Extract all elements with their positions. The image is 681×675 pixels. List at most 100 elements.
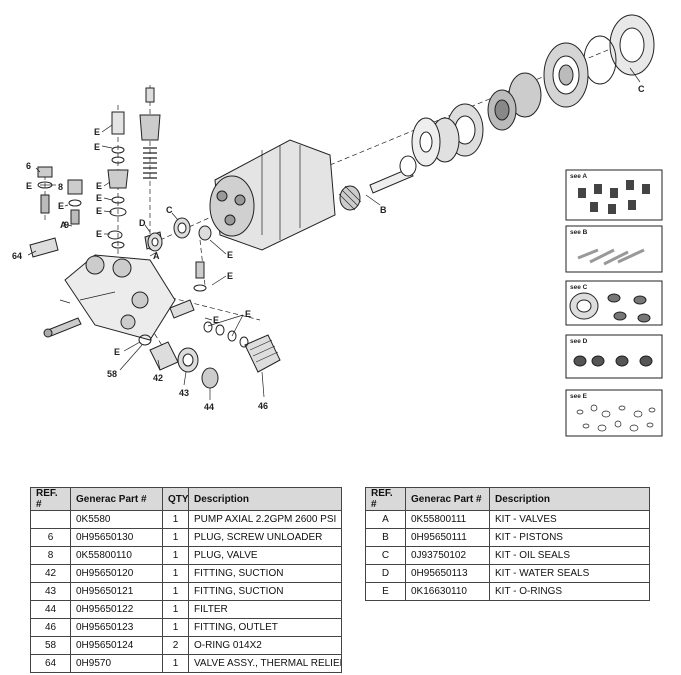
cell-desc: KIT - PISTONS <box>489 528 650 547</box>
piston-b <box>338 155 417 211</box>
cell-part: 0H95650111 <box>405 528 490 547</box>
kit-a-label: see A <box>570 173 587 180</box>
header-part: Generac Part # <box>70 487 163 511</box>
callout-b: B <box>380 205 387 215</box>
filter-44 <box>201 367 219 389</box>
leader-lines <box>27 67 641 400</box>
outlet-fitting-46 <box>244 334 281 373</box>
callout-64: 64 <box>12 251 22 261</box>
cell-ref: 42 <box>30 564 71 583</box>
cell-part: 0H95650130 <box>70 528 163 547</box>
cell-qty: 2 <box>162 636 189 655</box>
cell-ref: 8 <box>30 546 71 565</box>
main-bearing <box>543 42 589 108</box>
callout-46: 46 <box>258 401 268 411</box>
cell-ref: E <box>365 582 406 601</box>
cell-desc: FITTING, SUCTION <box>188 564 342 583</box>
callout-d: D <box>139 218 146 228</box>
cell-part: 0K55800111 <box>405 510 490 529</box>
cell-part: 0H95650113 <box>405 564 490 583</box>
callout-e: E <box>26 181 32 191</box>
cell-desc: KIT - O-RINGS <box>489 582 650 601</box>
cell-ref: D <box>365 564 406 583</box>
kit-d-label: see D <box>570 338 588 345</box>
callout-e: E <box>96 193 102 203</box>
header-ref: REF. # <box>30 487 71 511</box>
cell-qty: 1 <box>162 600 189 619</box>
header-part: Generac Part # <box>405 487 490 511</box>
cell-ref: 58 <box>30 636 71 655</box>
bypass-fitting <box>169 299 249 348</box>
oil-seal-c-mid <box>173 217 191 239</box>
cell-ref: 46 <box>30 618 71 637</box>
manifold <box>59 254 176 341</box>
callout-e: E <box>96 181 102 191</box>
cell-qty: 1 <box>162 510 189 529</box>
cell-part: 0J93750102 <box>405 546 490 565</box>
cell-part: 0K16630110 <box>405 582 490 601</box>
callout-c-top: C <box>638 84 645 94</box>
cell-part: 0K5580 <box>70 510 163 529</box>
exploded-pump-diagram: C E E E E E E E E E E E E E 6 8 9 A A D … <box>12 14 663 437</box>
kit-b-box <box>565 225 663 273</box>
cell-qty: 1 <box>162 654 189 673</box>
cell-part: 0H95650121 <box>70 582 163 601</box>
callout-e-right: E <box>245 309 251 319</box>
callout-6: 6 <box>26 161 31 171</box>
callout-a: A <box>153 251 160 261</box>
water-seal-d <box>147 232 163 252</box>
header-description: Description <box>188 487 342 511</box>
kit-b-label: see B <box>570 229 588 236</box>
cell-part: 0H95650122 <box>70 600 163 619</box>
callout-42: 42 <box>153 373 163 383</box>
callout-e: E <box>94 142 100 152</box>
header-description: Description <box>489 487 650 511</box>
callout-9: 9 <box>64 220 69 230</box>
plug-6 <box>37 166 53 214</box>
header-qty: QTY <box>162 487 189 511</box>
center-fitting <box>193 225 212 292</box>
callout-e: E <box>58 201 64 211</box>
drive-shaft <box>487 72 542 131</box>
cell-desc: PLUG, VALVE <box>188 546 342 565</box>
cell-desc: FILTER <box>188 600 342 619</box>
suction-fitting-42 <box>149 341 179 371</box>
cell-desc: KIT - VALVES <box>489 510 650 529</box>
kits-table-header: REF. # Generac Part # Description <box>365 487 650 511</box>
callout-a: A <box>60 220 67 230</box>
kit-c-box <box>565 280 663 326</box>
cell-desc: FITTING, SUCTION <box>188 582 342 601</box>
cell-part: 0H9570 <box>70 654 163 673</box>
manifold-bolt <box>43 317 82 338</box>
callout-e: E <box>213 315 219 325</box>
thermal-relief-valve <box>29 237 59 258</box>
callout-e: E <box>94 127 100 137</box>
cell-ref <box>30 510 71 529</box>
callout-e: E <box>227 271 233 281</box>
cell-part: 0H95650124 <box>70 636 163 655</box>
parts-table-header: REF. # Generac Part # QTY Description <box>30 487 342 511</box>
cell-part: 0K55800110 <box>70 546 163 565</box>
cell-desc: O-RING 014X2 <box>188 636 342 655</box>
cell-part: 0H95650120 <box>70 564 163 583</box>
header-ref: REF. # <box>365 487 406 511</box>
callout-c-mid: C <box>166 205 173 215</box>
cell-ref: 6 <box>30 528 71 547</box>
cell-part: 0H95650123 <box>70 618 163 637</box>
cell-ref: 43 <box>30 582 71 601</box>
cell-ref: B <box>365 528 406 547</box>
cell-desc: FITTING, OUTLET <box>188 618 342 637</box>
callout-58: 58 <box>107 369 117 379</box>
cell-qty: 1 <box>162 582 189 601</box>
kit-a-box <box>565 169 663 221</box>
cell-qty: 1 <box>162 528 189 547</box>
